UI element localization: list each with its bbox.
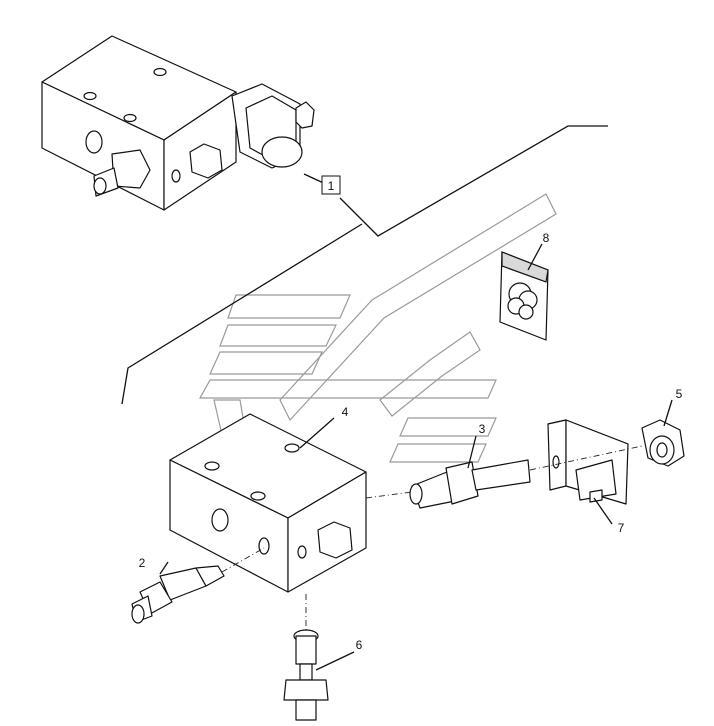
callout-4: 4 (342, 405, 349, 419)
watermark-logo (198, 193, 557, 471)
valve-block (169, 413, 367, 593)
callout-5: 5 (676, 387, 683, 401)
solenoid-coil (547, 419, 629, 505)
callout-6: 6 (356, 638, 363, 652)
seal-kit-bag (499, 251, 549, 341)
assembled-valve-block (41, 35, 315, 211)
callout-2: 2 (139, 556, 146, 570)
solenoid-cartridge (365, 459, 531, 509)
bottom-plug (283, 594, 329, 721)
callout-labels: 1 2 3 4 5 6 7 8 (139, 175, 683, 652)
coil-nut (529, 419, 685, 471)
leader-lines (159, 243, 673, 671)
callout-7: 7 (618, 521, 625, 535)
relief-cartridge (131, 547, 265, 624)
callout-8: 8 (543, 231, 550, 245)
callout-1: 1 (328, 179, 335, 193)
callout-3: 3 (479, 422, 486, 436)
